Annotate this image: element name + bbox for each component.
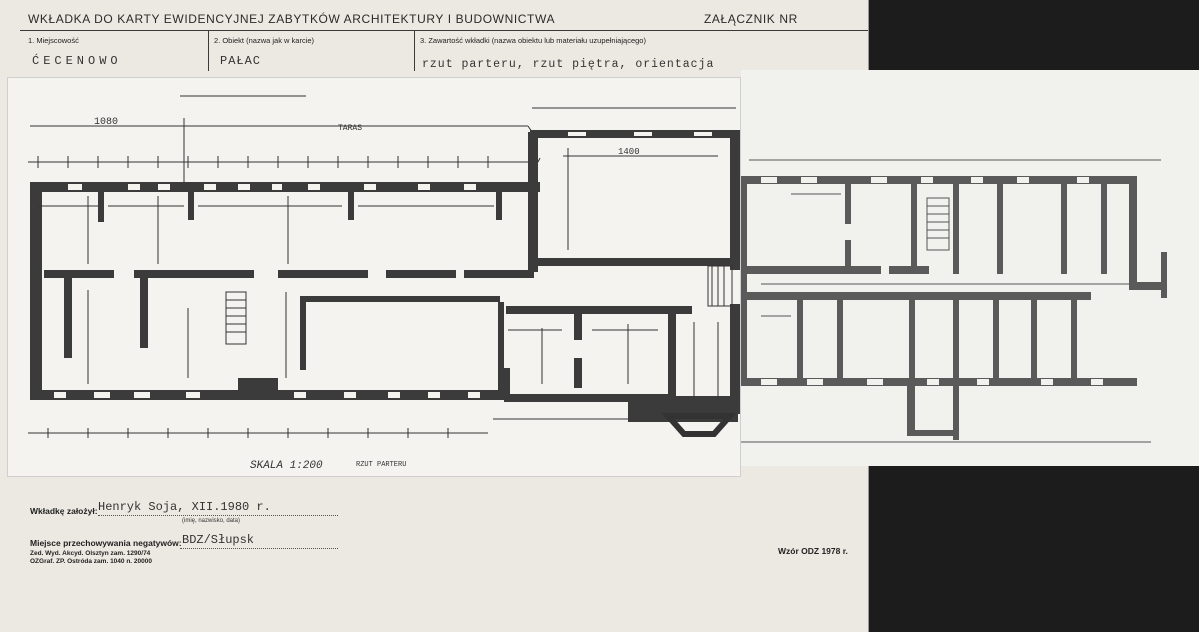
object-value: PAŁAC xyxy=(220,54,262,68)
place-label: 1. Miejscowość xyxy=(28,36,79,45)
template-note: Wzór ODZ 1978 r. xyxy=(778,546,848,556)
content-value: rzut parteru, rzut piętra, orientacja xyxy=(422,58,715,71)
author-value: Henryk Soja, XII.1980 r. xyxy=(98,500,271,514)
place-value: ĆECENOWO xyxy=(32,54,122,68)
attachment-number-label: ZAŁĄCZNIK NR xyxy=(704,12,798,26)
field-divider-2 xyxy=(414,31,415,71)
print-line-2: OZGraf. ZP. Ostróda zam. 1040 n. 20000 xyxy=(30,558,152,565)
author-label: Wkładkę założył: xyxy=(30,506,98,516)
print-line-1: Zed. Wyd. Akcyd. Olsztyn zam. 1290/74 xyxy=(30,550,151,557)
negatives-label: Miejsce przechowywania negatywów: xyxy=(30,538,182,548)
content-label: 3. Zawartość wkładki (nazwa obiektu lub … xyxy=(420,36,646,45)
ground-floor-plan-drawing: 1080 TARAS 1400 SKALA 1:200 RZUT PARTERU xyxy=(28,95,740,472)
first-floor-plan-sheet xyxy=(741,70,1199,466)
header-rule xyxy=(20,30,868,31)
field-divider-1 xyxy=(208,31,209,71)
overall-dimension-label: 1080 xyxy=(94,117,118,128)
ground-floor-plan-sheet: 1080 TARAS 1400 SKALA 1:200 RZUT PARTERU xyxy=(8,78,740,476)
object-label: 2. Obiekt (nazwa jak w karcie) xyxy=(214,36,315,45)
card-title: WKŁADKA DO KARTY EWIDENCYJNEJ ZABYTKÓW A… xyxy=(28,12,556,26)
hall-dimension-label: 1400 xyxy=(618,147,640,157)
author-hint: (imię, nazwisko, data) xyxy=(182,518,241,524)
negatives-value: BDZ/Słupsk xyxy=(182,533,255,547)
scale-caption: SKALA 1:200 xyxy=(250,460,323,472)
first-floor-plan-drawing xyxy=(741,159,1167,443)
floor-caption: RZUT PARTERU xyxy=(356,461,406,469)
author-dotline xyxy=(98,515,338,516)
negatives-dotline xyxy=(180,548,338,549)
terrace-label: TARAS xyxy=(338,124,362,133)
